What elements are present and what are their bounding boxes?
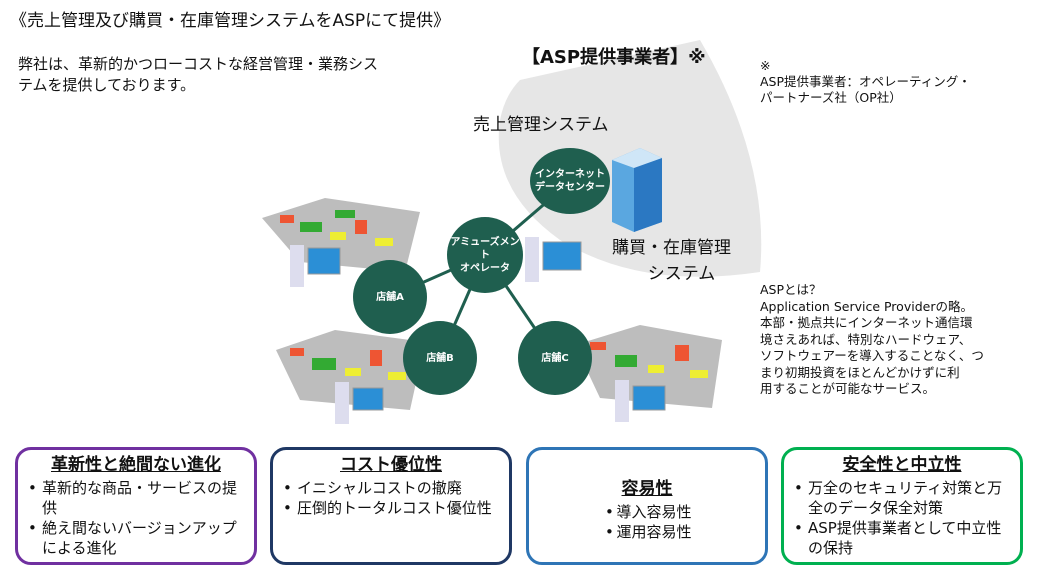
shop-floor-image-c [575,325,722,408]
label-line: システム [647,264,716,284]
asp-line: ソフトウェアーを導入することなく、つ [760,348,984,363]
label-line: 購買・在庫管理 [612,238,731,258]
sales-system-label: 売上管理システム [473,115,609,135]
feature-item: 万全のセキュリティ対策と万全のデータ保全対策 [794,478,1010,518]
feature-item: 革新的な商品・サービスの提供 [28,478,244,518]
computer-icon-2 [525,237,582,282]
asp-line: 境さえあれば、特別なハードウェア、 [760,331,972,347]
provider-note: ※ ASP提供事業者：オペレーティング・ パートナーズ社（OP社） [760,58,1030,106]
node-label: インターネット [535,169,605,180]
intro-text: 弊社は、革新的かつローコストな経営管理・業務シス テムを提供しております。 [18,54,458,96]
intro-line: 弊社は、革新的かつローコストな経営管理・業務シス [18,55,379,73]
node-store-a: 店舗A [353,260,427,334]
feature-item: 圧倒的トータルコスト優位性 [283,498,499,518]
asp-line: まり初期投資をほとんどかけずに利 [760,364,960,380]
page-title: 《売上管理及び購買・在庫管理システムをASPにて提供》 [10,11,451,31]
asp-line: 本部・拠点共にインターネット通信環 [760,315,973,330]
asp-line: Application Service Providerの略。 [760,298,973,314]
note-line: ※ [760,58,771,73]
asp-provider-heading: 【ASP提供事業者】※ [522,47,706,68]
feature-item: ASP提供事業者として中立性の保持 [794,518,1010,558]
node-store-b: 店舗B [403,321,477,395]
note-line: パートナーズ社（OP社） [760,90,902,105]
shop-floor-image-b [276,330,425,410]
computer-icon-1 [290,245,341,287]
server-tower-icon [612,148,662,232]
feature-box-cost: コスト優位性 イニシャルコストの撤廃圧倒的トータルコスト優位性 [270,447,512,565]
feature-box-ease: 容易性 導入容易性運用容易性 [526,447,768,565]
feature-title: 革新性と絶間ない進化 [51,455,221,475]
node-label: アミューズメント [450,236,520,261]
asp-line: 用することが可能なサービス。 [760,381,936,396]
feature-box-innovation: 革新性と絶間ない進化 革新的な商品・サービスの提供絶え間ないバージョンアップによ… [15,447,257,565]
feature-item: 導入容易性 [539,502,755,522]
purchase-system-label: 購買・在庫管理 システム [612,235,731,287]
note-line: ASP提供事業者：オペレーティング・ [760,74,971,89]
asp-line: ASPとは？ [760,282,822,297]
node-label: データセンター [535,182,605,193]
feature-item: イニシャルコストの撤廃 [283,478,499,498]
intro-line: テムを提供しております。 [18,76,196,94]
feature-item: 運用容易性 [539,522,755,542]
feature-title: コスト優位性 [340,455,442,475]
feature-box-security: 安全性と中立性 万全のセキュリティ対策と万全のデータ保全対策ASP提供事業者とし… [781,447,1023,565]
node-internet-datacenter: インターネットデータセンター [530,148,610,214]
feature-item: 絶え間ないバージョンアップによる進化 [28,518,244,558]
node-label: オペレータ [460,262,510,274]
asp-definition: ASPとは？ Application Service Providerの略。 本… [760,282,1035,398]
node-amusement-operator: アミューズメントオペレータ [447,217,523,293]
computer-icon-4 [615,380,666,422]
feature-title: 容易性 [621,479,673,499]
network-diagram-graphics [262,40,762,424]
computer-icon-3 [335,382,384,424]
feature-title: 安全性と中立性 [842,455,962,475]
node-store-c: 店舗C [518,321,592,395]
